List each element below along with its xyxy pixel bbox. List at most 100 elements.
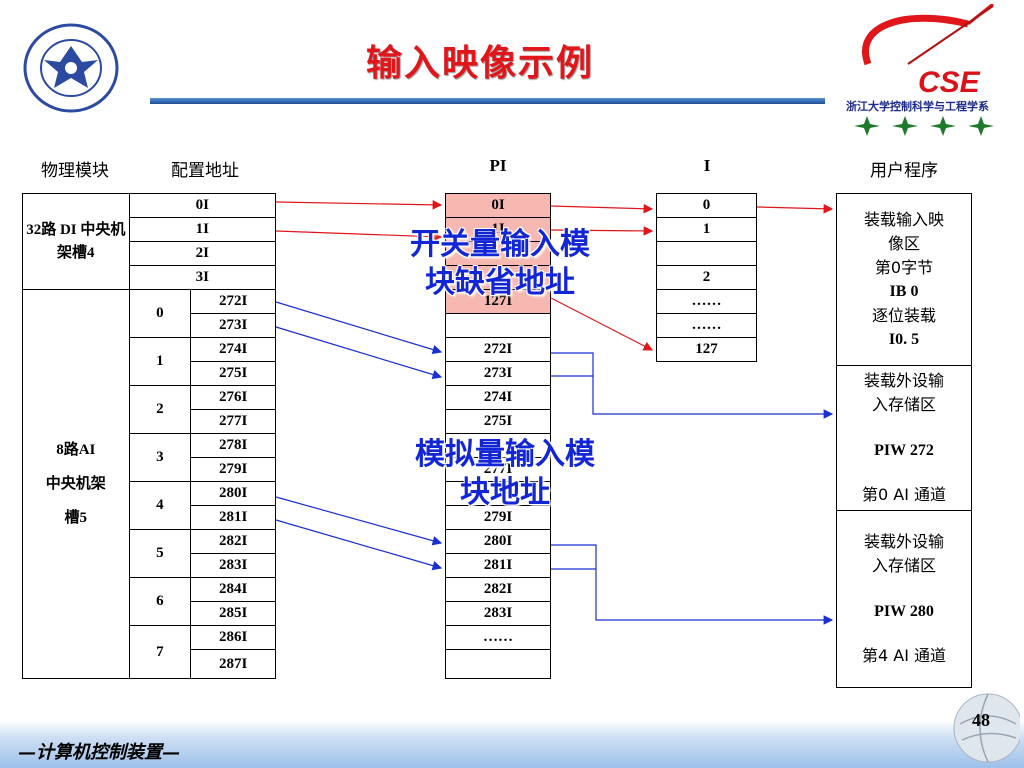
ai-addr: 278I	[190, 433, 276, 458]
i-cell: 127	[656, 337, 757, 362]
pi-cell	[445, 313, 551, 338]
header-user: 用户程序	[870, 161, 938, 181]
user-text: I0. 5	[888, 330, 920, 348]
header-pi: PI	[489, 156, 507, 175]
i-cell	[656, 241, 757, 266]
page-number: 48	[972, 710, 990, 730]
user-text: 逐位装载	[871, 305, 936, 325]
pi-cell	[445, 433, 551, 458]
pi-cell	[445, 649, 551, 679]
cse-logo: CSE	[862, 4, 994, 99]
ai-addr: 273I	[190, 313, 276, 338]
overlay-analog: 模拟量输入模 块地址	[385, 436, 625, 512]
ai-addr: 276I	[190, 385, 276, 410]
department-name: 浙江大学控制科学与工程学系	[846, 100, 989, 113]
ai-addr: 279I	[190, 457, 276, 482]
pi-cell: 282I	[445, 577, 551, 602]
ai-addr: 284I	[190, 577, 276, 602]
ai-addr: 277I	[190, 409, 276, 434]
ai-label-line3: 槽5	[64, 510, 88, 526]
di-addr-2: 2I	[128, 241, 277, 266]
blue-arrow	[275, 301, 443, 355]
ai-addr: 282I	[190, 529, 276, 554]
pi-cell: 273I	[445, 361, 551, 386]
footer-band	[0, 720, 1024, 768]
user-text: PIW 272	[874, 442, 934, 459]
pi-cell: 275I	[445, 409, 551, 434]
i-cell: 2	[656, 265, 757, 290]
footer-title: —计算机控制装置—	[18, 742, 180, 763]
ai-addr: 281I	[190, 505, 276, 530]
di-addr-0: 0I	[128, 193, 277, 218]
ai-module-label: 8路AI 中央机架 槽5	[22, 289, 130, 679]
user-box-ai-4: 装载外设输 入存储区 PIW 280 第4 AI 通道	[836, 510, 972, 688]
ai-channel: 0	[128, 289, 192, 338]
di-addr-3: 3I	[128, 265, 277, 290]
overlay-line: 块缺省地址	[425, 265, 575, 300]
ai-addr: 285I	[190, 601, 276, 626]
red-arrow	[550, 297, 654, 351]
ai-channel: 3	[128, 433, 192, 482]
ai-channel: 4	[128, 481, 192, 530]
pi-cell: 280I	[445, 529, 551, 554]
pi-cell: 277I	[445, 457, 551, 482]
pi-cell	[445, 481, 551, 506]
user-text: IB 0	[889, 282, 919, 300]
university-seal-logo	[23, 23, 119, 113]
pi-cell: 272I	[445, 337, 551, 362]
blue-arrow	[275, 326, 443, 380]
i-cell: 1	[656, 217, 757, 242]
config-table: 32路 DI 中央机架槽4 0I 1I 2I 3I 8路AI 中央机架 槽5 0…	[22, 193, 277, 679]
ai-addr: 287I	[190, 649, 276, 679]
user-box-digital: 装载输入映 像区 第0字节 IB 0 逐位装载 I0. 5	[836, 193, 972, 366]
pi-cell: ……	[445, 625, 551, 650]
user-text: 装载输入映	[863, 209, 944, 229]
i-cell: ……	[656, 289, 757, 314]
ai-channel: 5	[128, 529, 192, 578]
pi-cell: 283I	[445, 601, 551, 626]
slide-title: 输入映像示例	[365, 43, 594, 84]
overlay-line: 开关量输入模	[410, 227, 590, 262]
user-text: 入存储区	[871, 556, 936, 575]
i-cell: ……	[656, 313, 757, 338]
di-addr-1: 1I	[128, 217, 277, 242]
user-box-ai-0: 装载外设输 入存储区 PIW 272 第0 AI 通道	[836, 365, 972, 511]
ai-channel: 2	[128, 385, 192, 434]
user-text: 像区	[887, 233, 920, 253]
user-text: 第4 AI 通道	[861, 646, 947, 665]
ai-label-line2: 中央机架	[45, 476, 106, 492]
globe-icon	[953, 693, 1020, 763]
di-module-label: 32路 DI 中央机架槽4	[22, 193, 130, 290]
red-arrow	[756, 203, 834, 214]
ai-label-line1: 8路AI	[56, 442, 96, 458]
red-arrow	[275, 200, 443, 210]
ai-addr: 275I	[190, 361, 276, 386]
user-text: 装载外设输	[863, 371, 944, 390]
ai-addr: 272I	[190, 289, 276, 314]
user-text: 第0 AI 通道	[861, 485, 947, 504]
pi-cell: 281I	[445, 553, 551, 578]
header-address: 配置地址	[171, 161, 239, 181]
ai-channel: 6	[128, 577, 192, 626]
i-table: 0 1 2 …… …… 127	[656, 193, 757, 362]
cse-text: CSE	[918, 66, 981, 99]
red-arrow	[550, 203, 654, 214]
ai-addr: 280I	[190, 481, 276, 506]
user-text: PIW 280	[874, 603, 934, 620]
overlay-line: 块地址	[460, 475, 550, 510]
overlay-digital: 开关量输入模 块缺省地址	[380, 226, 620, 302]
user-text: 装载外设输	[863, 532, 944, 551]
pi-cell: 0I	[445, 193, 551, 218]
ai-addr: 274I	[190, 337, 276, 362]
ai-channel: 7	[128, 625, 192, 679]
header-module: 物理模块	[41, 161, 109, 181]
ai-addr: 286I	[190, 625, 276, 650]
ai-addr: 283I	[190, 553, 276, 578]
i-cell: 0	[656, 193, 757, 218]
header-i: I	[703, 156, 711, 175]
blue-arrow	[551, 352, 834, 419]
blue-arrow	[275, 519, 443, 571]
pi-cell: 1I	[445, 217, 551, 242]
user-text: 第0字节	[874, 257, 934, 277]
ai-channel: 1	[128, 337, 192, 386]
